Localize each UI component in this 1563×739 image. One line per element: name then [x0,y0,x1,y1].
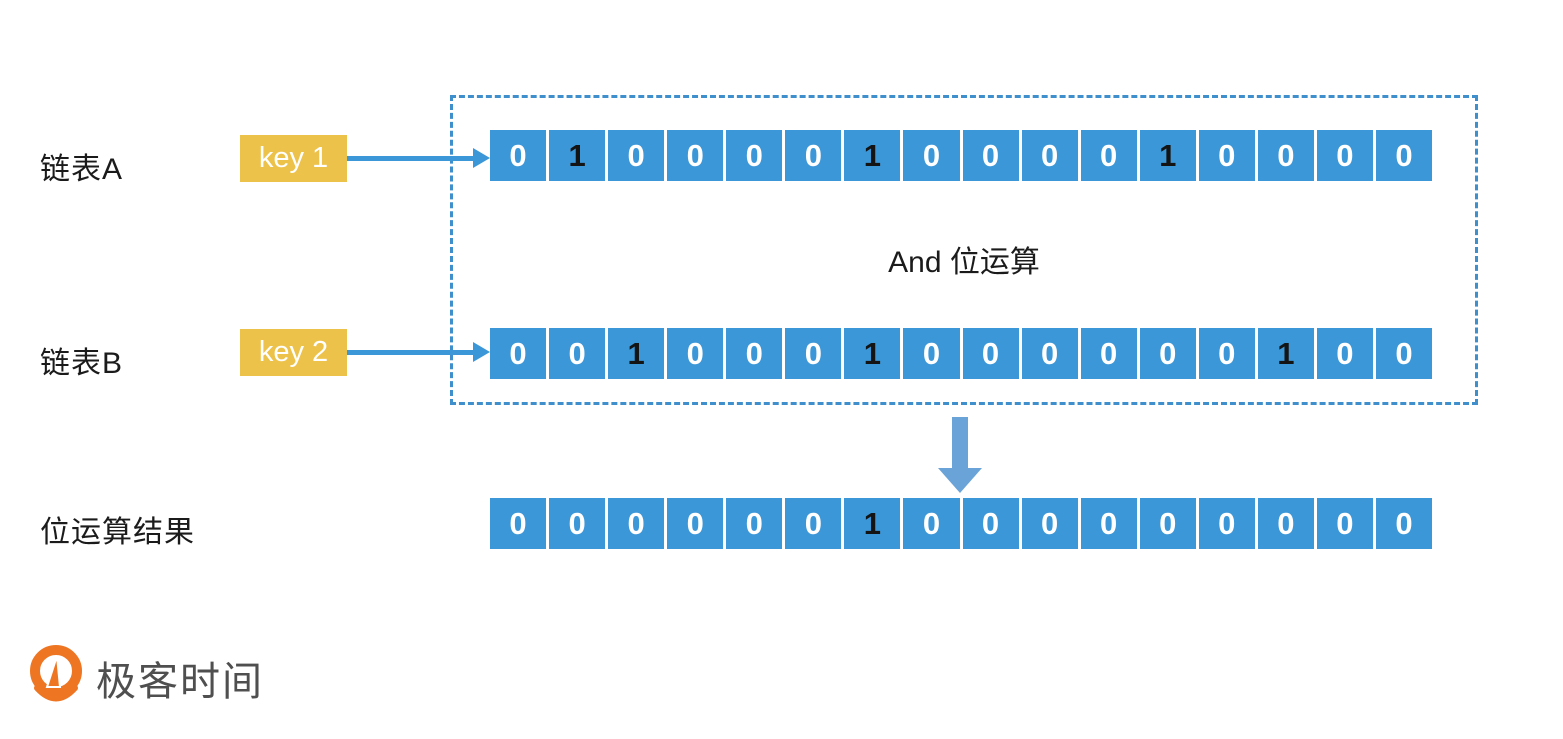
bit-cell: 0 [785,498,842,549]
geektime-logo: 极客时间 [28,642,264,714]
bit-cell: 1 [844,328,901,379]
bit-cell: 0 [1080,130,1137,181]
bit-cell: 0 [726,328,783,379]
bit-cell: 0 [1316,130,1373,181]
arrow-head-icon [473,342,490,362]
bit-cell: 0 [1021,130,1078,181]
bit-cell: 0 [490,328,547,379]
row-label-list-b: 链表B [40,347,124,380]
bit-cell: 0 [1139,328,1196,379]
bit-cell: 0 [785,130,842,181]
arrow-key2-to-bitmap-b [347,342,491,363]
bit-cell: 0 [1257,130,1314,181]
bit-cell: 0 [785,328,842,379]
bit-cell: 0 [1198,498,1255,549]
bit-cell: 0 [903,498,960,549]
bit-cell: 0 [549,498,606,549]
bit-cell: 0 [1316,498,1373,549]
bit-cell: 0 [1080,328,1137,379]
bit-cell: 0 [667,328,724,379]
bit-cell: 0 [608,498,665,549]
key1-box: key 1 [240,135,347,182]
bit-cell: 0 [1316,328,1373,379]
and-operation-label: And 位运算 [888,246,1040,279]
row-label-result: 位运算结果 [40,516,195,549]
bit-cell: 0 [549,328,606,379]
arrow-head-icon [473,148,490,168]
bit-cell: 0 [1375,130,1432,181]
bit-cell: 0 [962,498,1019,549]
geektime-logo-text: 极客时间 [96,660,264,704]
bit-cell: 1 [844,130,901,181]
bit-cell: 0 [726,498,783,549]
bit-cell: 0 [962,130,1019,181]
row-label-list-a: 链表A [40,153,124,186]
bit-cell: 0 [1021,328,1078,379]
down-arrow-head [938,468,982,493]
bit-cell: 0 [608,130,665,181]
bit-cell: 0 [1021,498,1078,549]
bit-cell: 0 [903,130,960,181]
bit-cell: 0 [1257,498,1314,549]
bit-cell: 1 [844,498,901,549]
key2-box: key 2 [240,329,347,376]
bit-cell: 0 [667,498,724,549]
bit-cell: 0 [490,498,547,549]
bit-cell: 0 [1198,130,1255,181]
down-arrow-shaft [952,417,968,468]
bit-cell: 0 [962,328,1019,379]
down-arrow-icon [938,417,982,493]
bit-cell: 0 [1080,498,1137,549]
bit-cell: 0 [667,130,724,181]
bit-cell: 0 [903,328,960,379]
bit-cell: 0 [1375,498,1432,549]
bit-cell: 1 [608,328,665,379]
bit-cell: 1 [1257,328,1314,379]
bit-cell: 0 [1139,498,1196,549]
bit-cell: 0 [1198,328,1255,379]
bit-cell: 0 [490,130,547,181]
arrow-key1-to-bitmap-a [347,148,491,169]
arrow-line [347,156,473,161]
bit-cell: 1 [1139,130,1196,181]
arrow-line [347,350,473,355]
bit-cell: 0 [726,130,783,181]
bit-cell: 0 [1375,328,1432,379]
geektime-logo-icon [30,645,82,702]
and-operation-group-box [450,95,1478,405]
bit-cell: 1 [549,130,606,181]
